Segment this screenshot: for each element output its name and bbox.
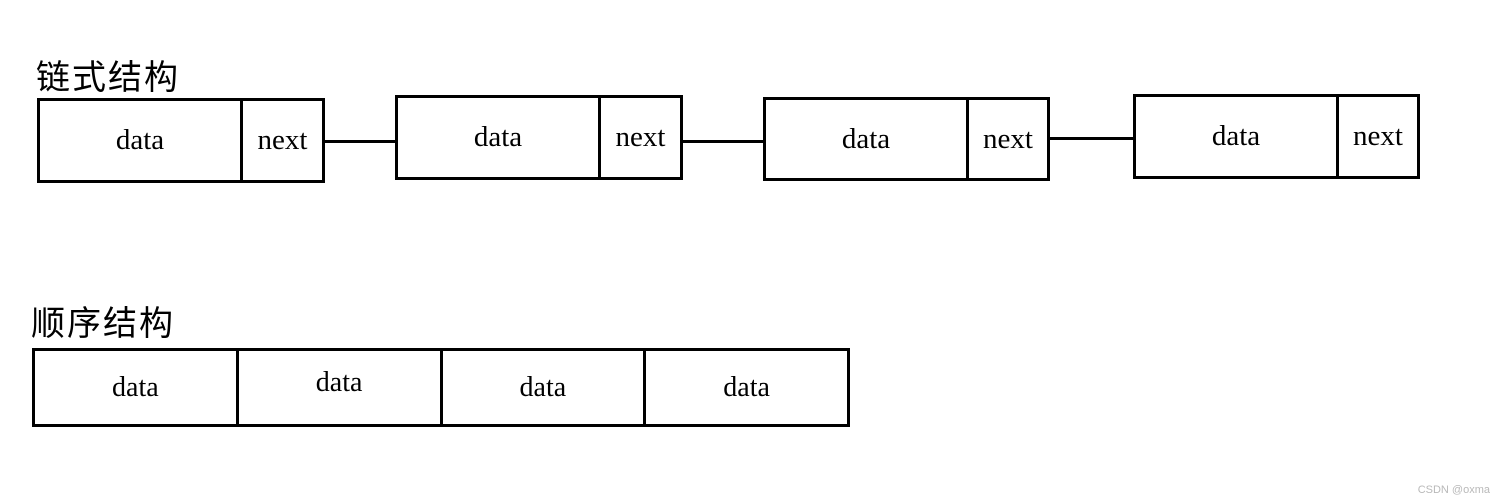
node-4-next-cell: next [1353, 120, 1403, 152]
linked-list-node-2: data next [395, 95, 683, 180]
sequential-cell-3: data [443, 351, 647, 424]
node-1-next-cell: next [257, 124, 308, 156]
node-3-data-cell: data [766, 100, 969, 178]
watermark: CSDN @oxma [1417, 484, 1490, 496]
node-connector-line-2 [682, 140, 763, 143]
node-4-data-cell: data [1136, 97, 1339, 176]
sequential-cell-1-label: data [112, 371, 159, 403]
sequential-cell-1: data [35, 351, 239, 424]
node-connector-line-3 [1050, 137, 1133, 140]
linked-list-node-4: data next [1133, 94, 1420, 179]
linked-list-node-3: data next [763, 97, 1050, 181]
sequential-structure-title: 顺序结构 [31, 306, 175, 343]
node-2-next-cell: next [615, 121, 666, 153]
sequential-cell-2: data [239, 351, 443, 424]
sequential-cell-3-label: data [519, 371, 567, 403]
sequential-cell-4: data [646, 351, 847, 424]
node-3-next-cell: next [983, 122, 1033, 155]
sequential-array: data data data data [32, 348, 850, 427]
sequential-cell-2-label: data [315, 366, 363, 398]
sequential-cell-4-label: data [723, 371, 770, 403]
node-connector-line-1 [325, 140, 395, 143]
node-1-data-cell: data [40, 101, 243, 180]
node-2-data-cell: data [398, 98, 601, 177]
linked-list-node-1: data next [37, 98, 325, 183]
linked-structure-title: 链式结构 [36, 60, 180, 97]
